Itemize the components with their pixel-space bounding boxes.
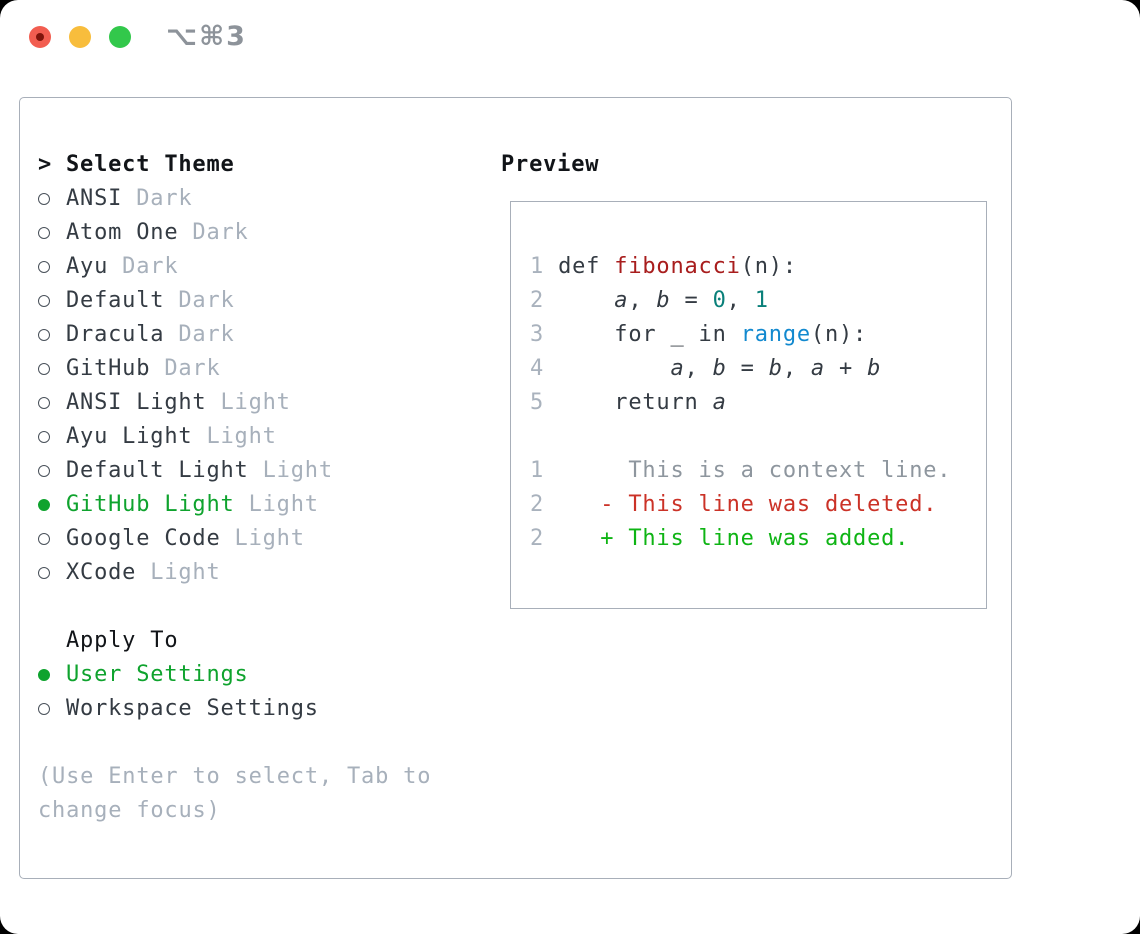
- theme-option-ansi-light[interactable]: ANSI Light Light: [38, 386, 478, 420]
- radio-icon: [38, 703, 66, 715]
- preview-line: 5 return a: [530, 390, 727, 415]
- theme-option-github-light[interactable]: GitHub Light Light: [38, 488, 478, 522]
- radio-selected-icon: [38, 669, 66, 681]
- apply-to-header: Apply To: [38, 624, 478, 658]
- theme-variant: Dark: [150, 356, 221, 381]
- select-theme-label: Select Theme: [66, 152, 235, 177]
- theme-variant: Light: [192, 424, 277, 449]
- radio-selected-icon: [38, 499, 66, 511]
- radio-icon: [38, 295, 66, 307]
- apply-option-workspace-settings[interactable]: Workspace Settings: [38, 692, 478, 726]
- zoom-button[interactable]: [109, 26, 131, 48]
- select-theme-header: > Select Theme: [38, 148, 478, 182]
- title-bar: ⌥⌘3: [0, 0, 1140, 72]
- theme-option-ayu-light[interactable]: Ayu Light Light: [38, 420, 478, 454]
- radio-icon: [38, 431, 66, 443]
- preview-line: 2 + This line was added.: [530, 526, 910, 551]
- theme-option-github[interactable]: GitHub Dark: [38, 352, 478, 386]
- theme-option-atom-one[interactable]: Atom One Dark: [38, 216, 478, 250]
- spacer: [38, 590, 478, 624]
- theme-variant: Dark: [164, 322, 235, 347]
- radio-icon: [38, 227, 66, 239]
- preview-line: 3 for _ in range(n):: [530, 322, 868, 347]
- preview-line: 2 a, b = 0, 1: [530, 288, 769, 313]
- theme-option-dracula[interactable]: Dracula Dark: [38, 318, 478, 352]
- preview-line: 4 a, b = b, a + b: [530, 356, 882, 381]
- apply-option-user-settings[interactable]: User Settings: [38, 658, 478, 692]
- preview-line: 1 def fibonacci(n):: [530, 254, 797, 279]
- preview-label: Preview: [501, 152, 600, 177]
- theme-name: Default: [66, 288, 165, 313]
- theme-variant: Dark: [164, 288, 235, 313]
- radio-icon: [38, 567, 66, 579]
- radio-icon: [38, 465, 66, 477]
- theme-name: Default Light: [66, 458, 249, 483]
- theme-name: Google Code: [66, 526, 221, 551]
- theme-name: GitHub Light: [66, 492, 235, 517]
- theme-variant: Light: [220, 526, 305, 551]
- theme-option-default-light[interactable]: Default Light Light: [38, 454, 478, 488]
- traffic-lights: [29, 26, 131, 48]
- theme-name: Atom One: [66, 220, 179, 245]
- theme-option-default[interactable]: Default Dark: [38, 284, 478, 318]
- theme-option-ansi[interactable]: ANSI Dark: [38, 182, 478, 216]
- apply-to-label: Apply To: [66, 628, 179, 653]
- radio-icon: [38, 329, 66, 341]
- help-text: (Use Enter to select, Tab to change focu…: [38, 764, 432, 823]
- window-title: ⌥⌘3: [166, 21, 247, 52]
- radio-icon: [38, 397, 66, 409]
- radio-icon: [38, 533, 66, 545]
- theme-variant: Dark: [108, 254, 179, 279]
- theme-name: ANSI: [66, 186, 123, 211]
- prompt-icon: >: [38, 152, 53, 177]
- theme-variant: Dark: [122, 186, 193, 211]
- close-button[interactable]: [29, 26, 51, 48]
- theme-variant: Light: [234, 492, 319, 517]
- preview-line: [530, 420, 986, 454]
- radio-icon: [38, 193, 66, 205]
- radio-icon: [38, 261, 66, 273]
- preview-line: 2 - This line was deleted.: [530, 492, 938, 517]
- preview-box: 1 def fibonacci(n): 2 a, b = 0, 1 3 for _ …: [510, 201, 987, 609]
- theme-name: Dracula: [66, 322, 165, 347]
- theme-variant: Light: [248, 458, 333, 483]
- theme-name: ANSI Light: [66, 390, 207, 415]
- theme-name: GitHub: [66, 356, 151, 381]
- theme-option-ayu[interactable]: Ayu Dark: [38, 250, 478, 284]
- preview-code: 1 def fibonacci(n): 2 a, b = 0, 1 3 for _ …: [511, 202, 986, 556]
- theme-variant: Light: [206, 390, 291, 415]
- theme-name: Ayu: [66, 254, 109, 279]
- theme-variant: Dark: [178, 220, 249, 245]
- apply-option-label: Workspace Settings: [66, 696, 319, 721]
- theme-option-google-code[interactable]: Google Code Light: [38, 522, 478, 556]
- minimize-button[interactable]: [69, 26, 91, 48]
- theme-name: Ayu Light: [66, 424, 193, 449]
- preview-line: 1 This is a context line.: [530, 458, 952, 483]
- theme-option-xcode[interactable]: XCode Light: [38, 556, 478, 590]
- radio-icon: [38, 363, 66, 375]
- theme-name: XCode: [66, 560, 137, 585]
- theme-variant: Light: [136, 560, 221, 585]
- apply-option-label: User Settings: [66, 662, 249, 687]
